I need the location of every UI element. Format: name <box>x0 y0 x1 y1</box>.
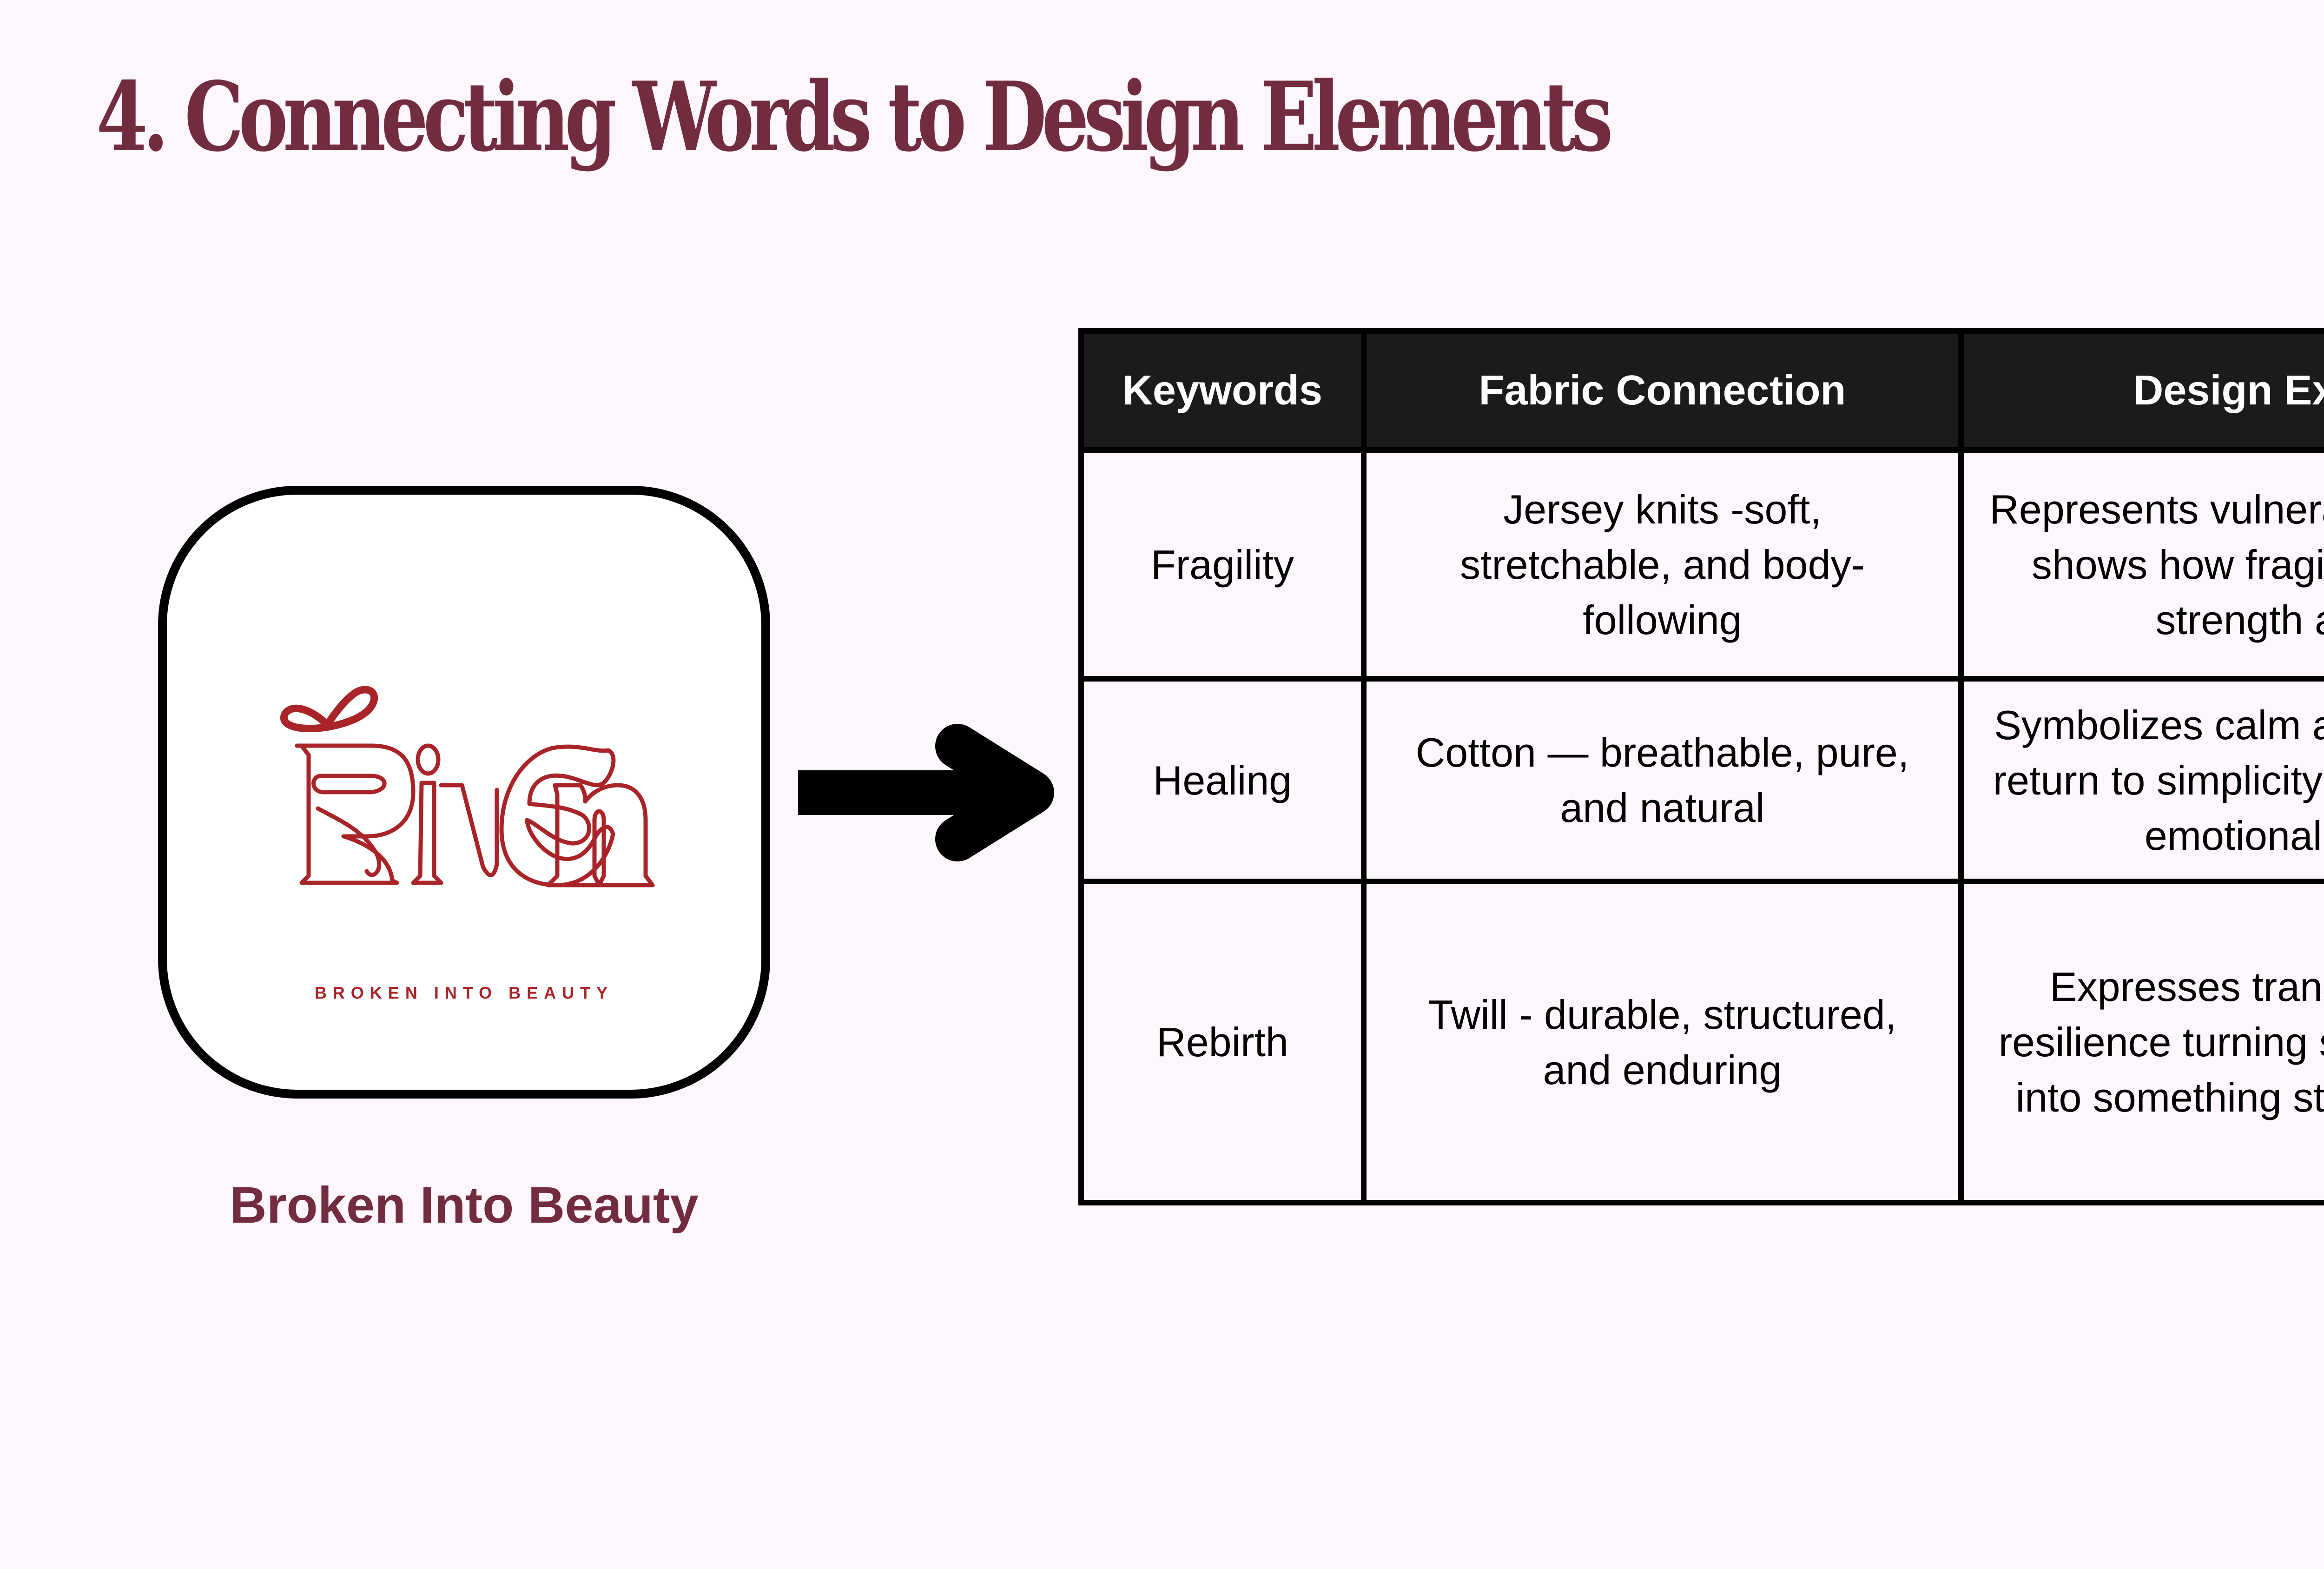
table-header-keywords: Keywords <box>1084 334 1361 447</box>
arrow-right-icon <box>798 724 1054 861</box>
logo-card: BROKEN INTO BEAUTY <box>158 486 770 1099</box>
table-cell-design: Represents vulnerability and comfort sho… <box>1964 453 2324 676</box>
riven-bow-logo-icon <box>280 686 655 887</box>
table-cell-fabric: Jersey knits -soft, stretchable, and bod… <box>1367 453 1958 676</box>
table-cell-keyword: Healing <box>1084 682 1361 879</box>
keywords-table: Keywords Fabric Connection Design Expres… <box>1078 328 2324 1205</box>
table-header-design-expression: Design Expression <box>1964 334 2324 447</box>
table-cell-fabric: Cotton — breathable, pure, and natural <box>1367 682 1958 879</box>
table-cell-design: Expresses transformation and resilience … <box>1964 884 2324 1200</box>
table-header-fabric-connection: Fabric Connection <box>1367 334 1958 447</box>
logo-tagline: BROKEN INTO BEAUTY <box>314 983 614 1002</box>
table-cell-fabric: Twill - durable, structured, and endurin… <box>1367 884 1958 1200</box>
table-cell-keyword: Fragility <box>1084 453 1361 676</box>
table-cell-design: Symbolizes calm and care reflects a retu… <box>1964 682 2324 879</box>
table-cell-keyword: Rebirth <box>1084 884 1361 1200</box>
logo-caption: Broken Into Beauty <box>230 1177 699 1234</box>
slide-title: 4. Connecting Words to Design Elements <box>96 61 1613 173</box>
